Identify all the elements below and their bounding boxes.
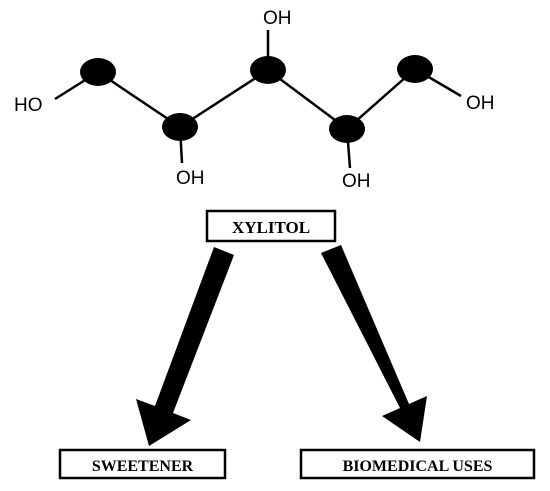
carbon-atom bbox=[250, 56, 286, 84]
biomedical-uses-box: BIOMEDICAL USES bbox=[299, 448, 536, 480]
biomedical-uses-label: BIOMEDICAL USES bbox=[343, 458, 493, 475]
carbon-carbon-bond bbox=[179, 68, 269, 129]
xylitol-structure: HO OH OH OH OH bbox=[14, 8, 495, 192]
carbon-atom bbox=[397, 55, 433, 83]
hydroxyl-label: HO bbox=[14, 95, 43, 116]
carbon-atom bbox=[162, 113, 198, 141]
center-label: XYLITOL bbox=[232, 218, 310, 237]
hydroxyl-label: OH bbox=[176, 168, 205, 189]
hydroxyl-label: OH bbox=[466, 93, 495, 114]
sweetener-label: SWEETENER bbox=[92, 458, 194, 475]
carbon-carbon-bond bbox=[97, 70, 181, 129]
hydroxyl-label: OH bbox=[342, 171, 371, 192]
sweetener-box: SWEETENER bbox=[58, 448, 227, 480]
xylitol-label-box: XYLITOL bbox=[205, 209, 337, 243]
arrow-to-biomedical-uses bbox=[321, 245, 427, 442]
carbon-carbon-bond bbox=[267, 68, 348, 131]
carbon-atom bbox=[80, 58, 116, 86]
hydroxyl-label: OH bbox=[263, 8, 292, 29]
arrow-to-sweetener bbox=[136, 247, 234, 446]
carbon-atom bbox=[329, 115, 365, 143]
